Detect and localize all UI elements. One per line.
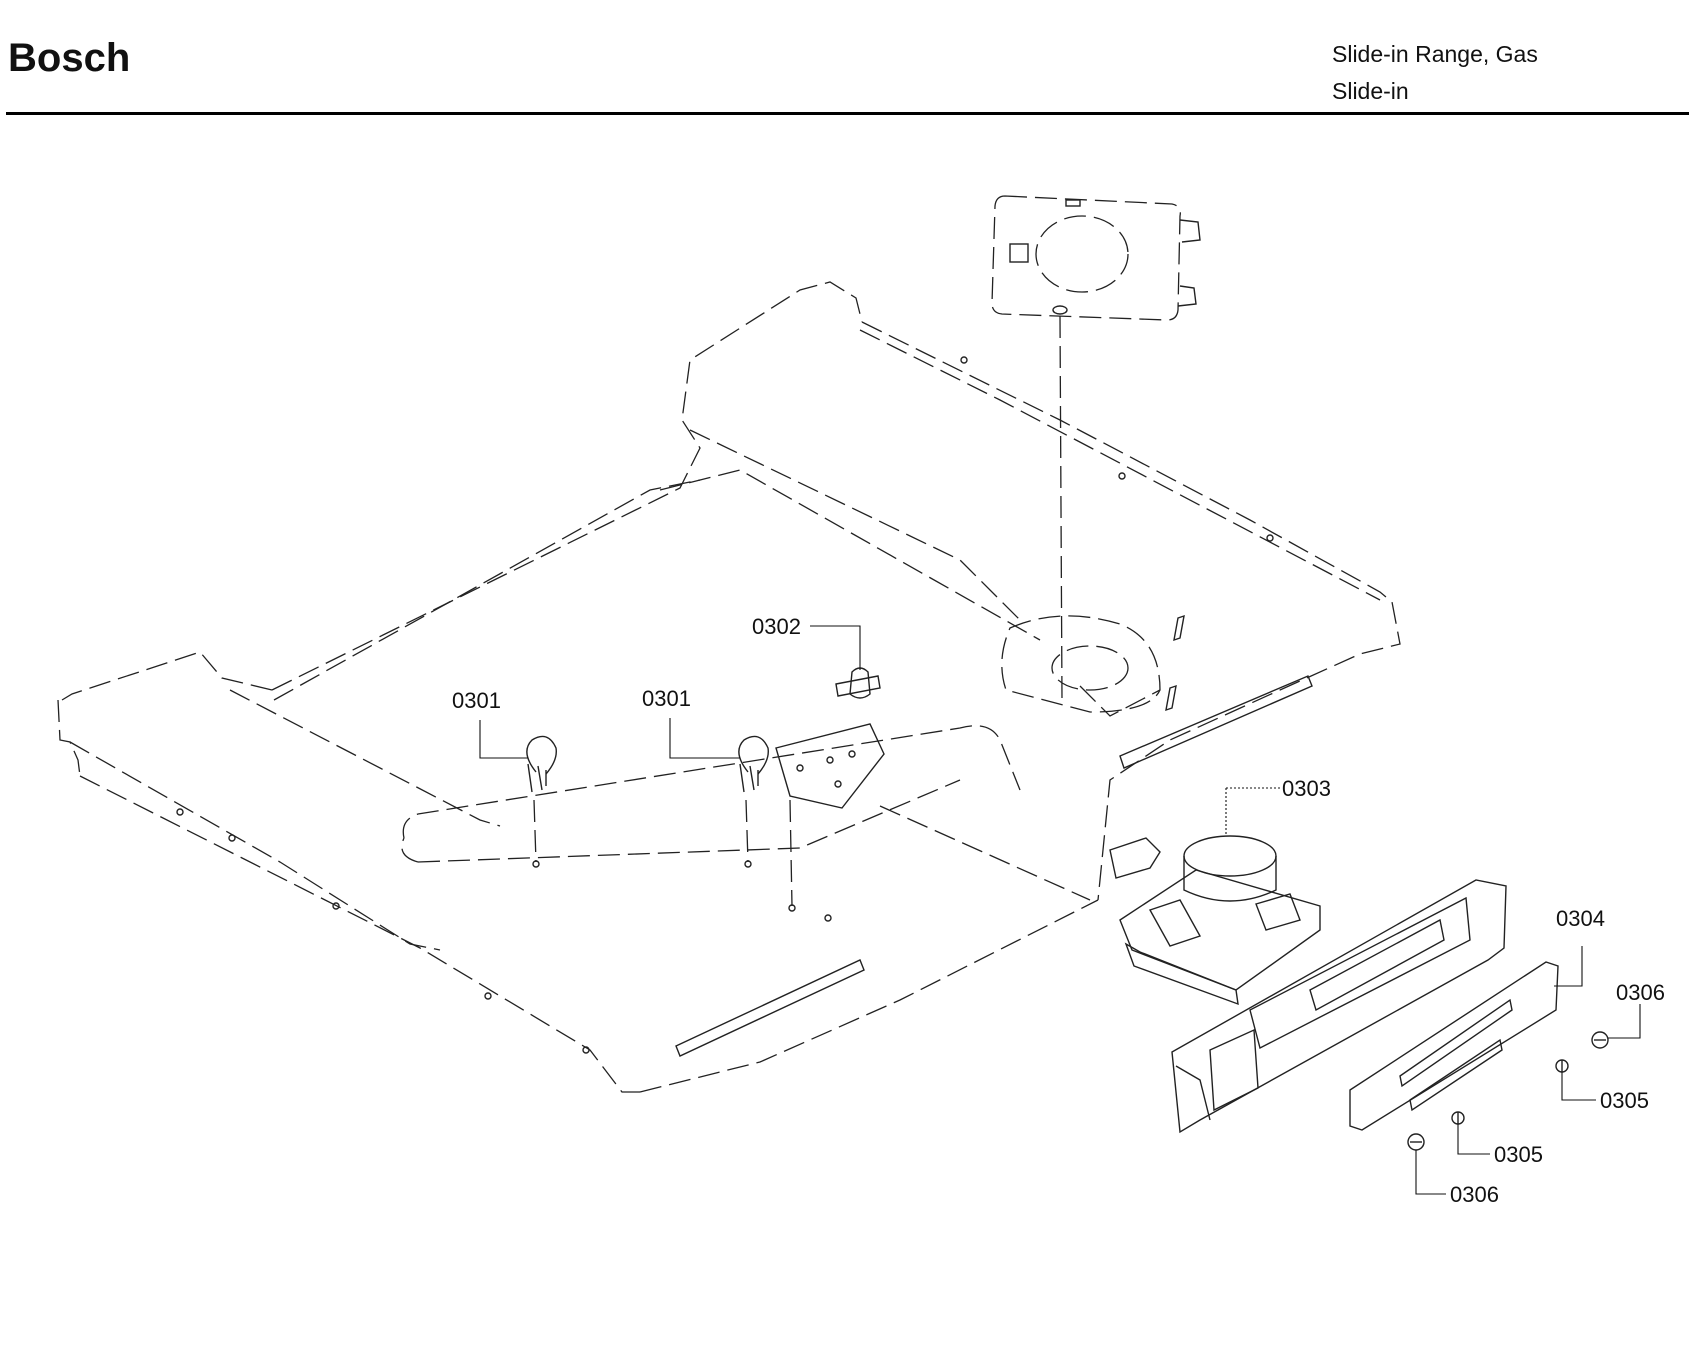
alignment-line-plate (1059, 315, 1063, 701)
leader-0304 (1554, 946, 1583, 987)
callout-0303: 0303 (1282, 776, 1331, 801)
leader-0302 (810, 625, 861, 670)
callout-0301-right: 0301 (642, 686, 691, 711)
leader-0306-lower (1415, 1150, 1446, 1195)
leader-0301-left (479, 720, 528, 759)
screw-0306-right (1591, 1031, 1609, 1049)
callout-0306-right: 0306 (1616, 980, 1665, 1005)
callout-0301-left: 0301 (452, 688, 501, 713)
sensor-0302 (775, 667, 885, 912)
screw-0306-lower (1407, 1133, 1425, 1151)
front-panel-0304 (1349, 961, 1559, 1131)
leader-0301-right (669, 718, 740, 759)
header-divider (6, 112, 1689, 115)
model-line-1: Slide-in Range, Gas (1332, 41, 1538, 67)
screw-0305-lower (1451, 1111, 1465, 1125)
leader-0306-right (1608, 1004, 1641, 1039)
brand-title: Bosch (8, 36, 131, 80)
module-0303 (879, 805, 1321, 1006)
callout-0302: 0302 (752, 614, 801, 639)
callout-0306-lower: 0306 (1450, 1182, 1499, 1207)
leader-0303 (1225, 787, 1280, 836)
screw-0305-right (1555, 1059, 1569, 1073)
leader-0305-lower (1457, 1124, 1490, 1155)
callout-0305-right: 0305 (1600, 1088, 1649, 1113)
callout-0305-lower: 0305 (1494, 1142, 1543, 1167)
model-description: Slide-in Range, Gas Slide-in (1332, 36, 1538, 110)
callout-0304: 0304 (1556, 906, 1605, 931)
clip-0301-left (526, 735, 557, 868)
oven-bottom-panel (57, 281, 1401, 1093)
burner-mount-plate (991, 195, 1201, 321)
front-bracket (1171, 879, 1507, 1134)
model-line-2: Slide-in (1332, 78, 1409, 104)
leader-0305-right (1561, 1072, 1596, 1101)
clip-0301-right (738, 735, 769, 868)
